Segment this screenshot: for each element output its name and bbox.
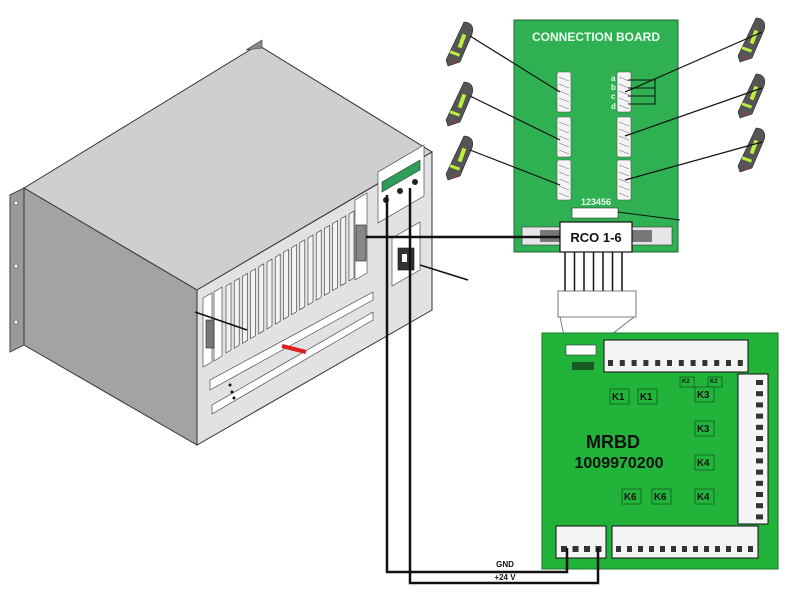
relay-label: K6 xyxy=(624,492,637,503)
relay-outline xyxy=(637,388,658,405)
relay-label: K3 xyxy=(697,424,710,435)
terminal-block xyxy=(556,159,572,201)
gnd-label: GND xyxy=(496,560,514,569)
six-pin-header xyxy=(571,207,619,219)
card-slot xyxy=(340,215,347,287)
handset-icon xyxy=(445,81,474,127)
relay-label: K2 xyxy=(710,379,718,385)
mrbd-part-number: 1009970200 xyxy=(575,455,664,472)
connection-board: CONNECTION BOARD a b c d 123456 xyxy=(513,19,681,253)
connection-board-title: CONNECTION BOARD xyxy=(532,30,660,44)
relay-outline xyxy=(679,376,695,388)
card-slot xyxy=(274,253,281,325)
relay-outline xyxy=(694,420,715,437)
relay-label: K4 xyxy=(697,458,710,469)
relay-outline xyxy=(651,488,672,505)
terminal-block xyxy=(556,71,572,113)
v24-label: +24 V xyxy=(494,573,516,582)
card-slot xyxy=(242,272,248,344)
ribbon-cable xyxy=(564,252,623,291)
rack-chassis xyxy=(9,39,433,446)
handset-icon xyxy=(445,21,474,67)
terminal-block xyxy=(556,116,572,158)
card-slot xyxy=(250,268,256,340)
card-slot xyxy=(283,248,289,320)
relay-label: K3 xyxy=(697,390,710,401)
relay-outline xyxy=(609,388,630,405)
relay-outline xyxy=(621,488,642,505)
phone-cable xyxy=(624,31,763,93)
mounting-ear xyxy=(9,187,25,353)
gnd-wire xyxy=(385,195,569,574)
terminal-label-b: b xyxy=(611,83,616,92)
chassis-front xyxy=(196,151,433,446)
card-slots xyxy=(225,210,355,354)
handset-icon xyxy=(737,17,766,63)
v24-wire xyxy=(408,188,600,585)
relay-label: K2 xyxy=(682,379,690,385)
terminal-block xyxy=(616,159,632,201)
red-marker xyxy=(281,344,307,354)
phone-cable xyxy=(469,95,561,141)
card-slot xyxy=(307,234,314,306)
phone-cable xyxy=(469,149,561,186)
phone-cable xyxy=(624,141,763,181)
mrbd-name: MRBD xyxy=(586,432,640,452)
card-slot xyxy=(291,244,297,316)
relay-label: K1 xyxy=(612,392,625,403)
card-slot xyxy=(233,277,240,349)
terminal-strip-top xyxy=(603,339,749,373)
relay-label: K1 xyxy=(640,392,653,403)
handsets xyxy=(445,17,766,186)
card-slot xyxy=(266,258,273,330)
relay-outline xyxy=(694,488,715,505)
terminal-block xyxy=(616,71,632,113)
connector-numbers: 123456 xyxy=(581,197,611,207)
card-slot xyxy=(324,224,330,296)
relay-outline xyxy=(694,386,715,403)
rco-port xyxy=(355,224,367,262)
relay-label: K6 xyxy=(654,492,667,503)
handset-icon xyxy=(737,127,766,173)
phone-cable xyxy=(469,35,561,93)
rco-label: RCO 1-6 xyxy=(570,230,621,245)
terminal-label-c: c xyxy=(611,92,616,101)
card-slot xyxy=(315,229,322,301)
card-slot xyxy=(225,282,232,354)
left-connector xyxy=(205,319,215,349)
relay-outline xyxy=(707,376,723,388)
terminal-label-d: d xyxy=(611,102,616,111)
terminal-blocks xyxy=(556,71,632,201)
handset-icon xyxy=(445,135,474,181)
card-slot xyxy=(258,263,265,335)
card-slot xyxy=(348,210,355,282)
relay-outline xyxy=(694,454,715,471)
card-slot xyxy=(332,220,338,292)
terminal-label-a: a xyxy=(611,74,616,83)
relay-label: K4 xyxy=(697,492,710,503)
terminal-strip-right xyxy=(737,373,769,525)
terminal-block xyxy=(616,116,632,158)
front-rail xyxy=(209,291,374,391)
rco-connector: RCO 1-6 xyxy=(557,221,637,346)
card-slot xyxy=(299,239,306,311)
handset-icon xyxy=(737,73,766,119)
phone-cable xyxy=(624,87,763,137)
terminal-strip-bottom xyxy=(611,525,759,559)
mrbd-terminals xyxy=(555,339,769,559)
display-screen xyxy=(381,159,421,193)
